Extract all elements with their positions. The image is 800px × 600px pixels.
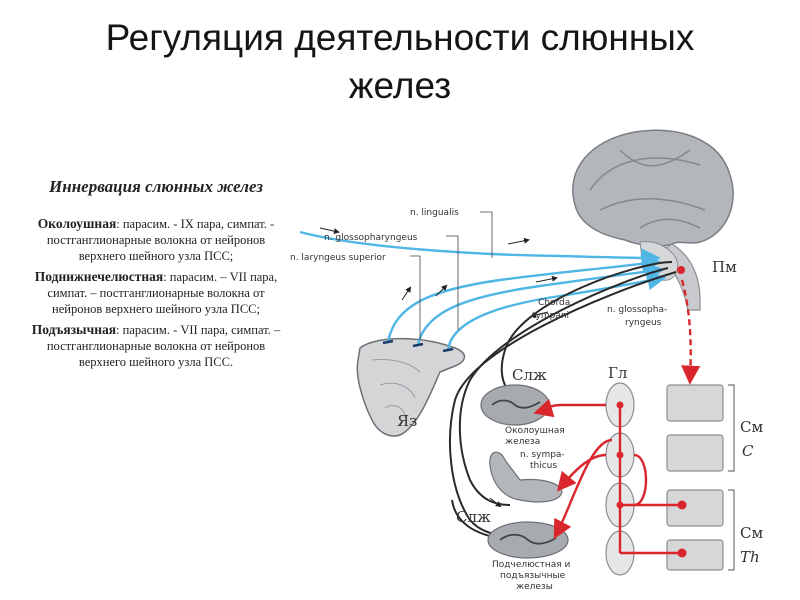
brain-illustration (572, 129, 734, 311)
gland-sublingual: Подъязычная: парасим. - VII пара, симпат… (28, 322, 284, 370)
title-line-1: Регуляция деятельности слюнных (105, 17, 695, 58)
gland-parotid-illustration (480, 384, 550, 426)
tongue-illustration (356, 337, 466, 437)
gland-text: : парасим. – VII пара, симпат. – постган… (47, 270, 278, 316)
label-pm: Пм (712, 258, 737, 276)
gland-name: Поднижнечелюстная (34, 269, 164, 284)
label-n-lingualis: n. lingualis (410, 208, 459, 218)
gland-name: Подъязычная (31, 322, 117, 337)
gland-parotid: Околоушная: парасим. - IX пара, симпат. … (28, 216, 284, 264)
segment-brackets (728, 384, 735, 571)
label-slzh-lower: Слж (456, 508, 491, 526)
label-n-glossopha: n. glossopha- (607, 305, 667, 315)
title-line-2: желез (348, 65, 452, 106)
label-ryngeus: ryngeus (625, 318, 662, 328)
label-n-glossopharyngeus: n. glossopharyngeus (324, 233, 418, 243)
label-tympani: tympani (532, 311, 569, 321)
label-yaz: Яз (397, 412, 417, 430)
label-slzh-upper: Слж (512, 366, 547, 384)
gland-text: : парасим. - IX пара, симпат. - постганг… (46, 217, 275, 263)
sympathetic-pathway (533, 279, 701, 555)
label-parotid-1: Околоушная (505, 426, 565, 436)
label-submandibular-3: железы (516, 582, 553, 592)
label-n-sympa: n. sympa- (520, 450, 565, 460)
gland-submandibular: Поднижнечелюстная: парасим. – VII пара, … (28, 269, 284, 317)
spinal-segments (666, 384, 724, 571)
label-parotid-2: железа (505, 437, 540, 447)
afferent-tick-marks (382, 339, 454, 353)
label-leaders (410, 211, 493, 340)
label-gl: Гл (608, 364, 627, 382)
gland-text: : парасим. - VII пара, симпат. – постган… (46, 323, 281, 369)
label-thicus: thicus (530, 461, 557, 471)
section-subtitle: Иннервация слюнных желез (49, 177, 263, 196)
label-n-laryngeus-superior: n. laryngeus superior (290, 253, 386, 263)
label-sm-cervical: См (740, 418, 763, 436)
gland-submandibular-illustration (489, 451, 563, 503)
flow-arrows (319, 227, 558, 508)
innervation-description: Иннервация слюнных желез Околоушная: пар… (28, 176, 284, 375)
label-sm-thoracic: См (740, 524, 763, 542)
label-c: C (742, 442, 754, 460)
label-submandibular-2: подъязычные (500, 571, 566, 581)
gland-name: Околоушная (37, 216, 117, 231)
label-th: Th (740, 548, 760, 566)
efferent-fibers (449, 261, 677, 537)
label-submandibular-1: Подчелюстная и (492, 560, 571, 570)
label-chorda: Chorda (538, 298, 570, 308)
sympathetic-nodes (616, 266, 687, 558)
afferent-nerves (299, 230, 667, 351)
page-title: Регуляция деятельности слюнных желез (0, 14, 800, 110)
gland-sublingual-illustration (487, 521, 569, 559)
